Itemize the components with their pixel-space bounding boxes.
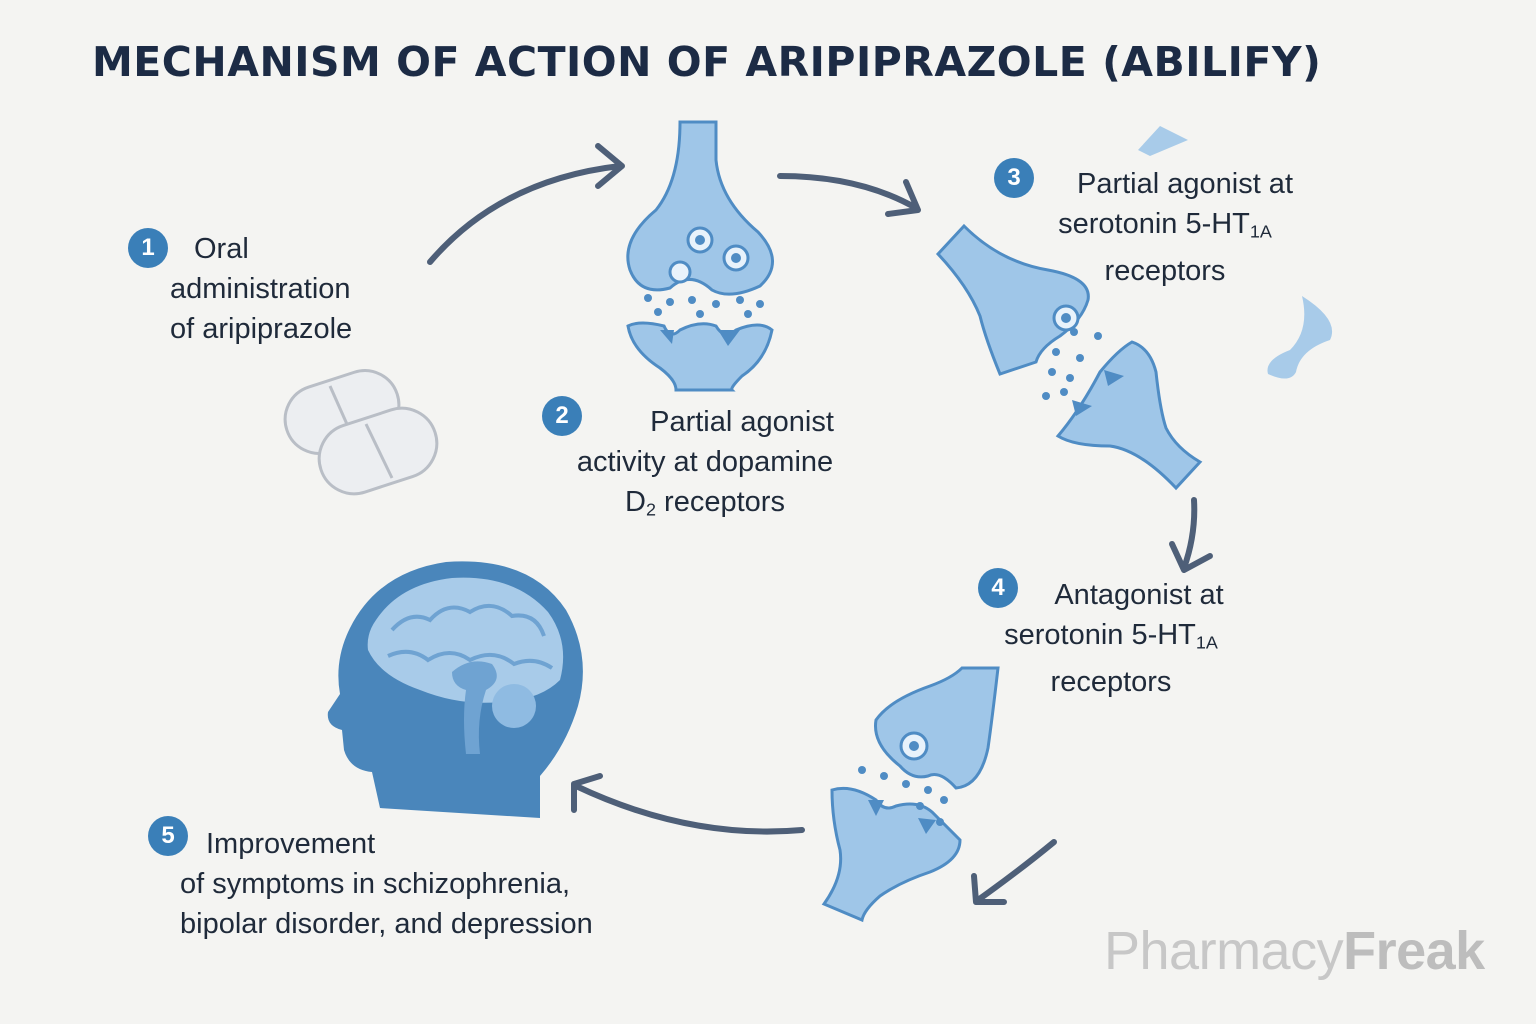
- step-4-receptor-subscript: 1A: [1195, 632, 1218, 653]
- step-2-receptor-rest: receptors: [656, 486, 785, 518]
- pill-icon: [283, 369, 439, 496]
- step-3-text: Partial agonist at serotonin 5-HT1A rece…: [1030, 164, 1300, 291]
- step-5-text: Improvement of symptoms in schizophrenia…: [180, 824, 593, 944]
- step-3-receptor-name: serotonin 5-HT: [1058, 208, 1250, 240]
- step-1-line-3: of aripiprazole: [170, 313, 353, 345]
- neurotransmitter-dots-3: [858, 766, 948, 826]
- step-4-line-3: receptors: [1050, 666, 1172, 699]
- page-title: MECHANISM OF ACTION OF ARIPIPRAZOLE (ABI…: [92, 38, 1322, 86]
- step-3-line-1: Partial agonist at: [1076, 168, 1293, 200]
- step-2-text: Partial agonist activity at dopamine D2 …: [552, 402, 858, 529]
- step-5-line-1: Improvement: [206, 828, 376, 860]
- step-number-badge-5: 5: [148, 816, 188, 856]
- neurotransmitter-dots-1: [644, 294, 764, 318]
- step-1-line-2: administration: [170, 273, 351, 305]
- step-4-line-2: serotonin 5-HT1A: [976, 615, 1246, 662]
- step-3-line-2: serotonin 5-HT1A: [1030, 204, 1300, 251]
- step-5-line-2: of symptoms in schizophrenia,: [180, 868, 571, 900]
- step-4-line-1: Antagonist at: [1054, 579, 1224, 611]
- brain-head-icon: [327, 561, 583, 818]
- step-4-text: Antagonist at serotonin 5-HT1A receptors: [976, 575, 1246, 702]
- decor-shape-top: [1138, 126, 1188, 156]
- step-number-badge-2: 2: [542, 396, 582, 436]
- step-2-line-2: activity at dopamine: [576, 446, 834, 478]
- step-number-badge-3: 3: [994, 158, 1034, 198]
- step-2-line-3: D2 receptors: [552, 482, 858, 529]
- step-3-line-3: receptors: [1104, 255, 1226, 288]
- step-number-badge-1: 1: [128, 228, 168, 268]
- step-2-line-1: Partial agonist: [650, 406, 834, 438]
- arrow-icon: [427, 143, 1213, 905]
- brand-part-1: Pharmacy: [1104, 921, 1344, 981]
- synapse-icon-dopamine: [626, 120, 774, 392]
- neurotransmitter-dots-2: [1042, 328, 1102, 400]
- step-2-receptor-subscript: 2: [646, 499, 656, 520]
- decor-shape-right: [1267, 296, 1333, 379]
- brand-watermark: PharmacyFreak: [1104, 920, 1485, 982]
- step-1-text: Oral administration of aripiprazole: [170, 229, 352, 349]
- step-2-receptor-letter: D: [625, 486, 646, 518]
- step-4-receptor-name: serotonin 5-HT: [1004, 619, 1196, 651]
- step-number-badge-4: 4: [978, 568, 1018, 608]
- step-3-receptor-subscript: 1A: [1249, 221, 1272, 242]
- brand-part-2: Freak: [1343, 921, 1485, 981]
- step-5-line-3: bipolar disorder, and depression: [180, 908, 593, 940]
- synapse-icon-5ht1a-agonist: [935, 223, 1203, 491]
- step-1-line-1: Oral: [194, 233, 249, 265]
- synapse-icon-5ht1a-antagonist: [821, 666, 1000, 923]
